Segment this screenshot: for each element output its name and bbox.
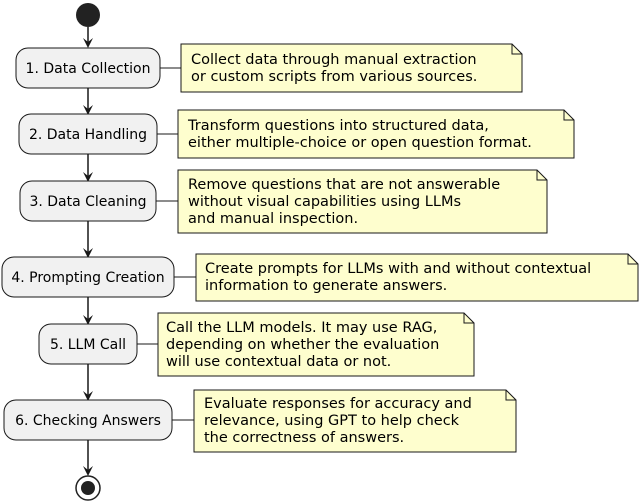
note-1-line-1: Collect data through manual extraction bbox=[191, 52, 477, 68]
note-6 bbox=[193, 389, 517, 453]
note-3 bbox=[177, 169, 548, 234]
note-4-line-2: information to generate answers. bbox=[205, 278, 447, 294]
note-3-line-2: without visual capabilities using LLMs bbox=[188, 194, 461, 210]
note-2-line-2: either multiple-choice or open question … bbox=[188, 135, 532, 151]
note-4 bbox=[195, 253, 639, 302]
note-5 bbox=[157, 312, 475, 377]
note-1-line-2: or custom scripts from various sources. bbox=[191, 69, 477, 85]
note-6-line-1: Evaluate responses for accuracy and bbox=[204, 396, 472, 412]
step-4: 4. Prompting Creation Create prompts for… bbox=[1, 253, 639, 302]
start-node bbox=[76, 3, 100, 27]
note-5-line-2: depending on whether the evaluation bbox=[166, 337, 439, 353]
step-3: 3. Data Cleaning Remove questions that a… bbox=[19, 169, 548, 234]
step-2: 2. Data Handling Transform questions int… bbox=[18, 109, 575, 159]
note-3-line-1: Remove questions that are not answerable bbox=[188, 177, 500, 193]
note-3-line-3: and manual inspection. bbox=[188, 211, 358, 227]
step-6: 6. Checking Answers Evaluate responses f… bbox=[3, 389, 517, 453]
step-5-label: 5. LLM Call bbox=[50, 337, 126, 353]
step-2-label: 2. Data Handling bbox=[29, 127, 147, 143]
note-1 bbox=[180, 43, 523, 93]
step-1: 1. Data Collection Collect data through … bbox=[15, 43, 523, 93]
note-6-line-2: relevance, using GPT to help check bbox=[204, 413, 460, 429]
note-5-line-3: will use contextual data or not. bbox=[166, 354, 391, 370]
note-4-line-1: Create prompts for LLMs with and without… bbox=[205, 261, 591, 277]
step-1-label: 1. Data Collection bbox=[26, 61, 151, 77]
note-2-line-1: Transform questions into structured data… bbox=[187, 118, 489, 134]
note-2 bbox=[177, 109, 575, 159]
step-6-label: 6. Checking Answers bbox=[15, 413, 161, 429]
step-4-label: 4. Prompting Creation bbox=[11, 270, 164, 286]
note-6-line-3: the correctness of answers. bbox=[204, 430, 404, 446]
end-node bbox=[75, 475, 101, 501]
step-3-label: 3. Data Cleaning bbox=[29, 194, 146, 210]
note-5-line-1: Call the LLM models. It may use RAG, bbox=[166, 320, 437, 336]
step-5: 5. LLM Call Call the LLM models. It may … bbox=[38, 312, 475, 377]
